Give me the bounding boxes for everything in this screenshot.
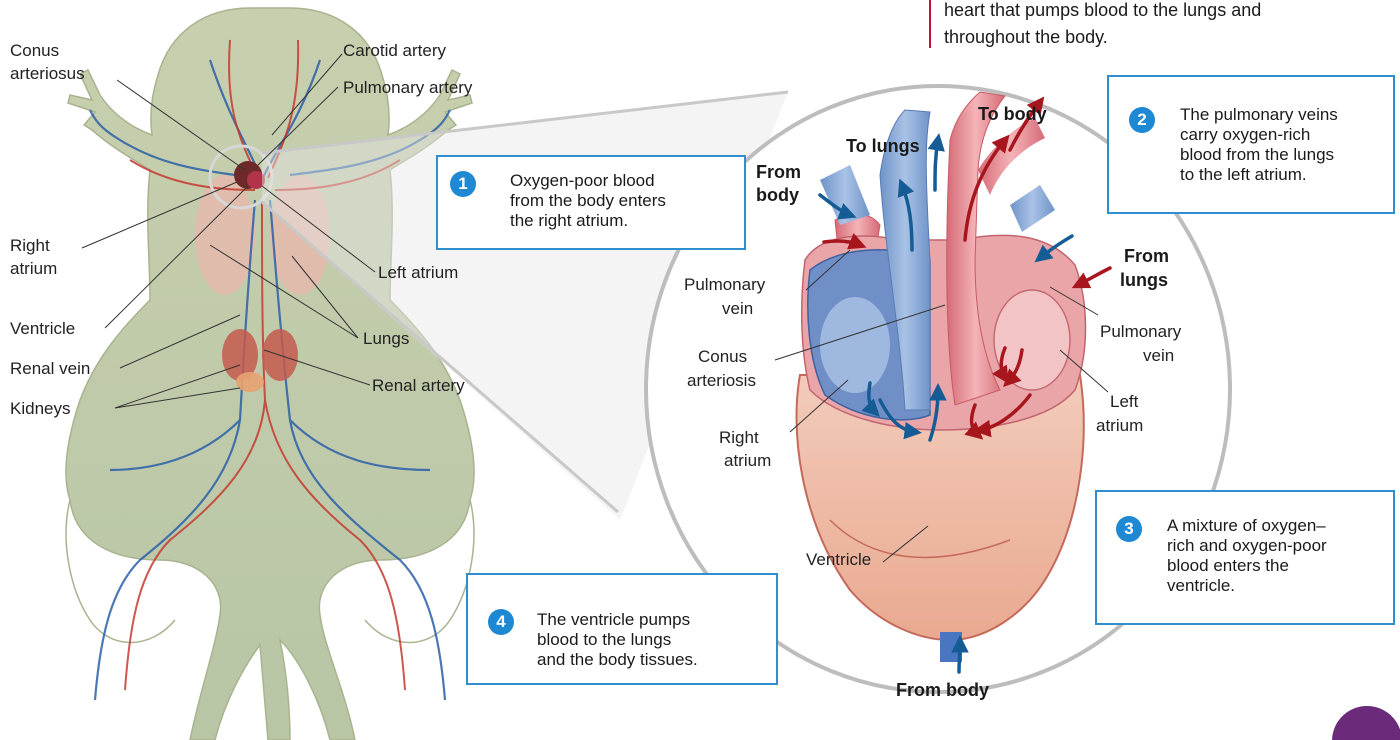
label-lungs: Lungs [363, 329, 409, 348]
label-conus-arteriosus-2: arteriosus [10, 64, 85, 83]
label-renal-artery: Renal artery [372, 376, 465, 395]
callout-1: 1 Oxygen-poor blood from the body enters… [436, 155, 746, 250]
label-to-body: To body [978, 104, 1047, 124]
frog-illustration [66, 8, 474, 740]
callout-1-number: 1 [450, 171, 476, 197]
label-from-body-bottom: From body [896, 680, 989, 700]
label-kidneys: Kidneys [10, 399, 70, 418]
label-pulmonary-vein-left-2: vein [722, 299, 753, 318]
label-left-atrium-heart-1: Left [1110, 392, 1139, 411]
callout-2-line-1: The pulmonary veins [1180, 105, 1338, 125]
callout-3: 3 A mixture of oxygen– rich and oxygen-p… [1095, 490, 1395, 625]
label-pulmonary-vein-right-1: Pulmonary [1100, 322, 1182, 341]
label-conus-arteriosus-1: Conus [10, 41, 59, 60]
intro-line-2: throughout the body. [944, 27, 1108, 47]
callout-4-line-2: blood to the lungs [537, 630, 698, 650]
callout-2-line-4: to the left atrium. [1180, 165, 1338, 185]
label-conus-arteriosis-1: Conus [698, 347, 747, 366]
label-right-atrium-heart-1: Right [719, 428, 759, 447]
label-ventricle-heart: Ventricle [806, 550, 871, 569]
label-right-atrium-heart-2: atrium [724, 451, 771, 470]
label-left-atrium-heart-2: atrium [1096, 416, 1143, 435]
callout-4: 4 The ventricle pumps blood to the lungs… [466, 573, 778, 685]
callout-3-line-3: blood enters the [1167, 556, 1327, 576]
label-pulmonary-artery: Pulmonary artery [343, 78, 473, 97]
callout-3-line-1: A mixture of oxygen– [1167, 516, 1327, 536]
label-to-lungs: To lungs [846, 136, 920, 156]
callout-3-number: 3 [1116, 516, 1142, 542]
callout-1-line-3: the right atrium. [510, 211, 666, 231]
callout-4-line-3: and the body tissues. [537, 650, 698, 670]
label-ventricle: Ventricle [10, 319, 75, 338]
callout-1-line-1: Oxygen-poor blood [510, 171, 666, 191]
label-renal-vein: Renal vein [10, 359, 90, 378]
label-from-lungs-1: From [1124, 246, 1169, 266]
intro-line-1: heart that pumps blood to the lungs and [944, 0, 1261, 20]
callout-2: 2 The pulmonary veins carry oxygen-rich … [1107, 75, 1395, 214]
callout-1-line-2: from the body enters [510, 191, 666, 211]
callout-2-number: 2 [1129, 107, 1155, 133]
label-right-atrium-2: atrium [10, 259, 57, 278]
label-from-body-top-2: body [756, 185, 799, 205]
label-pulmonary-vein-right-2: vein [1143, 346, 1174, 365]
label-left-atrium: Left atrium [378, 263, 458, 282]
label-from-body-top-1: From [756, 162, 801, 182]
label-from-lungs-2: lungs [1120, 270, 1168, 290]
callout-3-line-4: ventricle. [1167, 576, 1327, 596]
label-conus-arteriosis-2: arteriosis [687, 371, 756, 390]
callout-4-line-1: The ventricle pumps [537, 610, 698, 630]
label-right-atrium-1: Right [10, 236, 50, 255]
callout-2-line-2: carry oxygen-rich [1180, 125, 1338, 145]
callout-3-line-2: rich and oxygen-poor [1167, 536, 1327, 556]
callout-4-number: 4 [488, 609, 514, 635]
callout-2-line-3: blood from the lungs [1180, 145, 1338, 165]
label-carotid-artery: Carotid artery [343, 41, 446, 60]
label-pulmonary-vein-left-1: Pulmonary [684, 275, 766, 294]
